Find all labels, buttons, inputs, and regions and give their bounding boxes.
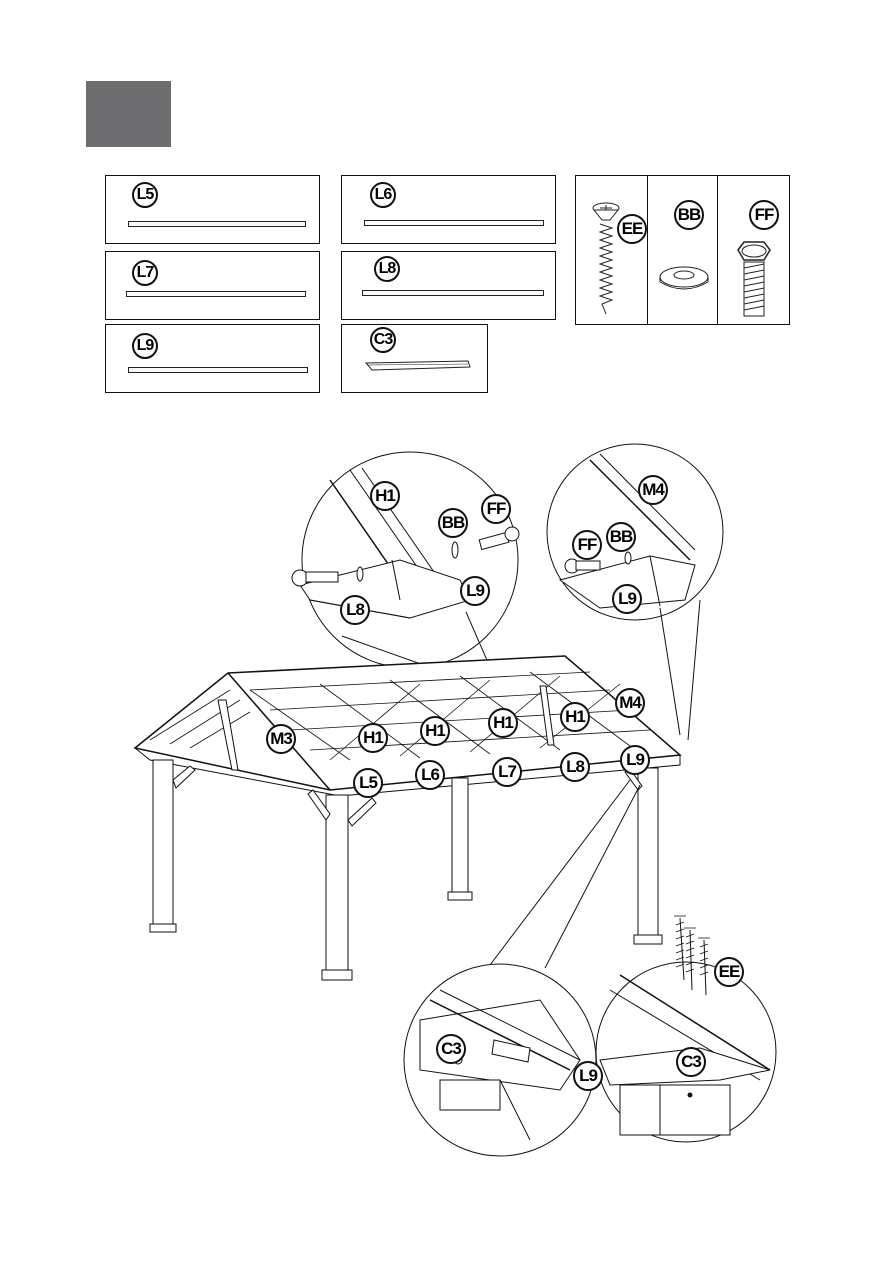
callout-l8: L8 bbox=[560, 752, 590, 782]
callout-bb-detail-right: BB bbox=[606, 522, 636, 552]
callout-h1-a: H1 bbox=[358, 723, 388, 753]
part-box-l9: L9 bbox=[105, 324, 320, 393]
callout-ff-detail-right: FF bbox=[572, 530, 602, 560]
washer-bb-icon bbox=[659, 266, 709, 290]
callout-m3: M3 bbox=[266, 724, 296, 754]
callout-c3-bottom-right: C3 bbox=[676, 1047, 706, 1077]
part-label-l9: L9 bbox=[132, 333, 158, 359]
part-box-c3: C3 bbox=[341, 324, 488, 393]
step-number-box bbox=[86, 81, 171, 147]
hardware-label-bb: BB bbox=[674, 200, 704, 230]
rail-l9 bbox=[128, 367, 308, 373]
bolt-ff-icon bbox=[737, 241, 771, 317]
callout-l6: L6 bbox=[415, 760, 445, 790]
callout-l9-bottom-left: L9 bbox=[573, 1061, 603, 1091]
part-label-l8: L8 bbox=[374, 256, 400, 282]
callout-l9: L9 bbox=[620, 745, 650, 775]
part-box-l5: L5 bbox=[105, 175, 320, 244]
callout-h1-b: H1 bbox=[420, 716, 450, 746]
callout-l9-detail: L9 bbox=[460, 576, 490, 606]
callout-h1-c: H1 bbox=[488, 708, 518, 738]
detail-circle-top-left bbox=[301, 451, 519, 669]
callout-l9-detail-right: L9 bbox=[612, 584, 642, 614]
callout-l8-detail: L8 bbox=[340, 595, 370, 625]
part-label-l7: L7 bbox=[132, 260, 158, 286]
callout-l7: L7 bbox=[492, 757, 522, 787]
callout-l5: L5 bbox=[353, 768, 383, 798]
c3-bracket-icon bbox=[364, 360, 471, 371]
hardware-panel: EE BB FF bbox=[575, 175, 790, 325]
part-label-l5: L5 bbox=[132, 182, 158, 208]
rail-l8 bbox=[362, 290, 544, 296]
callout-bb-detail: BB bbox=[438, 508, 468, 538]
hardware-label-ff: FF bbox=[749, 200, 779, 230]
callout-h1-d: H1 bbox=[560, 702, 590, 732]
rail-l5 bbox=[128, 221, 306, 227]
part-label-c3: C3 bbox=[370, 327, 396, 353]
callout-ee-bottom-right: EE bbox=[714, 957, 744, 987]
hardware-divider bbox=[717, 176, 718, 324]
hardware-divider bbox=[647, 176, 648, 324]
part-box-l7: L7 bbox=[105, 251, 320, 320]
screw-ee-icon bbox=[592, 202, 620, 315]
callout-m4-detail: M4 bbox=[638, 475, 668, 505]
part-label-l6: L6 bbox=[370, 182, 396, 208]
callout-h1-detail: H1 bbox=[370, 481, 400, 511]
hardware-label-ee: EE bbox=[617, 214, 647, 244]
rail-l7 bbox=[126, 291, 306, 297]
callout-ff-detail: FF bbox=[481, 494, 511, 524]
callout-m4: M4 bbox=[615, 688, 645, 718]
part-box-l6: L6 bbox=[341, 175, 556, 244]
callout-c3-bottom-left: C3 bbox=[436, 1034, 466, 1064]
rail-l6 bbox=[364, 220, 544, 226]
part-box-l8: L8 bbox=[341, 251, 556, 320]
